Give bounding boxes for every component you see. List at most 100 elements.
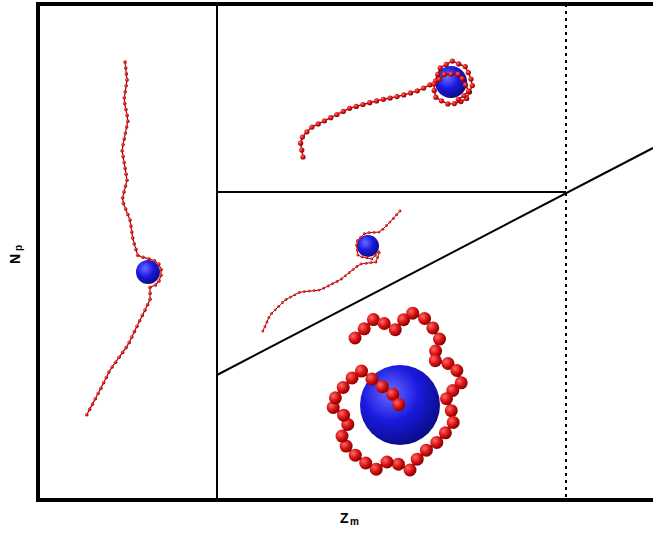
monomer-bead [378, 251, 381, 254]
polymer-chain [261, 210, 401, 333]
monomer-bead [440, 392, 453, 405]
monomer-bead [449, 71, 454, 76]
monomer-bead [327, 285, 330, 288]
monomer-bead [433, 95, 438, 100]
axis-label: N [8, 254, 22, 264]
monomer-bead [136, 253, 140, 257]
monomer-bead [131, 236, 135, 240]
monomer-bead [375, 261, 378, 264]
monomer-bead [274, 308, 277, 311]
frame [36, 2, 653, 502]
monomer-bead [358, 322, 371, 335]
monomer-bead [299, 148, 304, 153]
monomer-bead [456, 97, 461, 102]
axis-subscript: p [14, 245, 24, 251]
monomer-bead [308, 290, 311, 293]
monomer-bead [124, 173, 128, 177]
monomer-bead [352, 268, 355, 271]
monomer-bead [130, 335, 134, 339]
monomer-bead [121, 196, 125, 200]
monomer-bead [334, 112, 339, 117]
monomer-bead [126, 119, 130, 123]
monomer-bead [266, 321, 269, 324]
monomer-bead [381, 456, 394, 469]
monomer-bead [456, 61, 461, 66]
monomer-bead [399, 210, 402, 213]
monomer-bead [159, 268, 163, 272]
chain-bond [301, 61, 473, 157]
monomer-bead [270, 312, 273, 315]
monomer-bead [389, 221, 392, 224]
monomer-bead [354, 104, 359, 109]
monomer-bead [381, 228, 384, 231]
monomer-bead [365, 262, 368, 265]
monomer-bead [125, 114, 129, 118]
monomer-bead [392, 398, 405, 411]
monomer-bead [460, 76, 465, 81]
monomer-bead [404, 464, 417, 477]
monomer-bead [438, 65, 443, 70]
monomer-bead [300, 135, 305, 140]
monomer-bead [378, 317, 391, 330]
monomer-bead [277, 305, 280, 308]
monomer-bead [96, 392, 100, 396]
monomer-bead [285, 298, 288, 301]
monomer-bead [463, 64, 468, 69]
monomer-bead [128, 218, 132, 222]
monomer-bead [360, 263, 363, 266]
monomer-bead [373, 231, 376, 234]
monomer-bead [293, 293, 296, 296]
monomer-bead [159, 274, 163, 278]
monomer-bead [439, 98, 444, 103]
monomer-bead [125, 179, 129, 183]
monomer-bead [148, 292, 152, 296]
monomer-bead [123, 96, 127, 100]
monomer-bead [429, 354, 442, 367]
monomer-bead [130, 230, 134, 234]
monomer-bead [388, 95, 393, 100]
monomer-bead [370, 261, 373, 264]
monomer-bead [344, 274, 347, 277]
monomer-bead [415, 88, 420, 93]
monomer-bead [132, 242, 136, 246]
monomer-bead [329, 391, 342, 404]
monomer-bead [447, 416, 460, 429]
nanoparticle [360, 365, 440, 445]
monomer-bead [368, 231, 371, 234]
monomer-bead [433, 333, 446, 346]
monomer-bead [357, 254, 360, 257]
monomer-bead [401, 92, 406, 97]
monomer-bead [122, 137, 126, 141]
monomer-bead [392, 458, 405, 471]
monomer-bead [411, 453, 424, 466]
monomer-bead [318, 289, 321, 292]
monomer-bead [363, 232, 366, 235]
monomer-bead [432, 88, 437, 93]
monomer-bead [337, 409, 350, 422]
monomer-bead [456, 71, 461, 76]
monomer-bead [127, 341, 131, 345]
monomer-bead [107, 370, 111, 374]
monomer-bead [406, 307, 419, 320]
monomer-bead [123, 167, 127, 171]
monomer-bead [430, 436, 443, 449]
monomer-bead [122, 161, 126, 165]
monomer-bead [467, 89, 472, 94]
monomer-bead [378, 231, 381, 234]
monomer-bead [392, 217, 395, 220]
monomer-bead [126, 213, 130, 217]
monomer-bead [148, 286, 152, 290]
monomer-bead [124, 131, 128, 135]
monomer-bead [442, 72, 447, 77]
monomer-bead [289, 296, 292, 299]
monomer-bead [122, 190, 126, 194]
monomer-bead [356, 265, 359, 268]
monomer-bead [463, 82, 468, 87]
monomer-bead [148, 298, 152, 302]
monomer-bead [125, 125, 129, 129]
monomer-bead [322, 118, 327, 123]
nanoparticle [357, 235, 379, 257]
monomer-bead [328, 115, 333, 120]
monomer-bead [268, 316, 271, 319]
